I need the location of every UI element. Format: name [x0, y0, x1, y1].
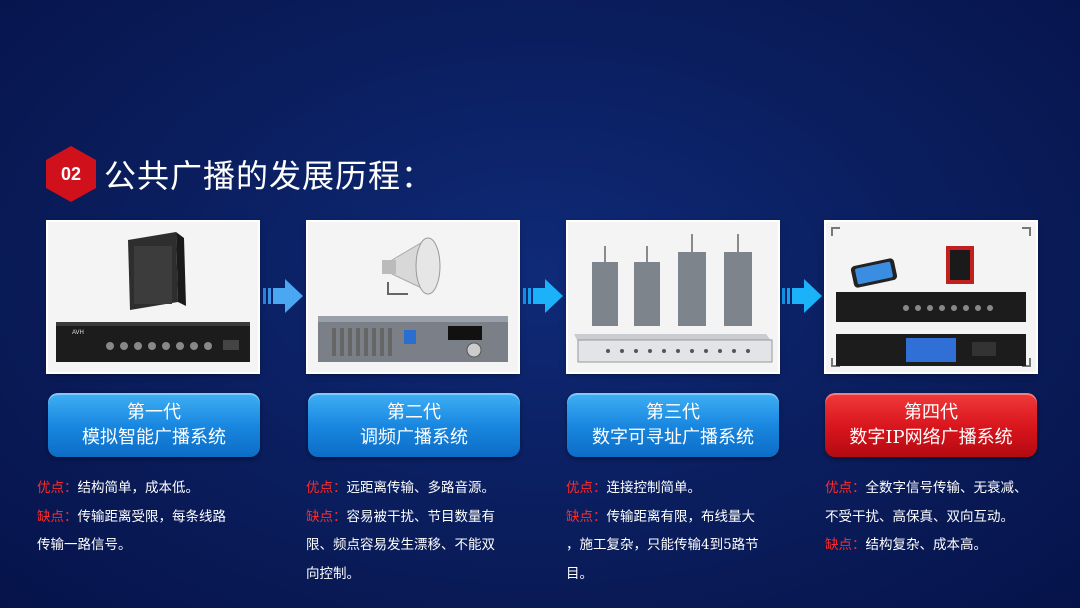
gen3-name: 第三代 [646, 402, 700, 423]
pros-label: 优点： [37, 480, 78, 496]
arrow-right-icon [782, 279, 822, 313]
section-number-badge: 02 [46, 146, 96, 202]
pros-label: 优点： [306, 480, 347, 496]
svg-text:AVH: AVH [72, 330, 84, 336]
gen3-label-button[interactable]: 第三代 数字可寻址广播系统 [567, 393, 779, 457]
cons-label: 缺点： [37, 508, 78, 525]
gen2-name: 第二代 [387, 402, 441, 423]
pros-text: 远距离传输、多路音源。 [346, 480, 496, 496]
gen3-description: 优点：连接控制简单。 缺点：传输距离有限，布线量大 ，施工复杂，只能传输4到5路… [566, 474, 806, 588]
cons-label: 缺点： [566, 508, 607, 525]
cons-text: 向控制。 [306, 565, 360, 582]
cons-label: 缺点： [825, 537, 866, 553]
cons-text: ，施工复杂，只能传输4到5路节 [566, 537, 759, 553]
gen4-description: 优点：全数字信号传输、无衰减、 不受干扰、高保真、双向互动。 缺点：结构复杂、成… [825, 474, 1075, 560]
gen2-type: 调频广播系统 [360, 427, 468, 448]
gen1-description: 优点：结构简单，成本低。 缺点：传输距离受限，每条线路 传输一路信号。 [37, 474, 272, 560]
cons-label: 缺点： [306, 508, 347, 525]
gen1-type: 模拟智能广播系统 [82, 427, 226, 448]
arrow-right-icon [523, 279, 563, 313]
gen4-type: 数字IP网络广播系统 [849, 427, 1013, 448]
pros-text: 不受干扰、高保真、双向互动。 [825, 508, 1014, 525]
pros-text: 连接控制简单。 [606, 480, 702, 496]
gen1-name: 第一代 [127, 402, 181, 423]
pros-text: 全数字信号传输、无衰减、 [865, 480, 1028, 496]
cons-text: 传输距离受限，每条线路 [77, 508, 227, 525]
gen4-label-button[interactable]: 第四代 数字IP网络广播系统 [825, 393, 1037, 457]
cons-text: 结构复杂、成本高。 [865, 537, 988, 553]
section-heading: 02 公共广播的发展历程： [46, 146, 434, 202]
cons-text: 限、频点容易发生漂移、不能双 [306, 537, 495, 553]
cons-text: 传输一路信号。 [37, 537, 132, 553]
gen3-product-photo [568, 222, 778, 372]
gen3-type: 数字可寻址广播系统 [592, 427, 754, 448]
cons-text: 容易被干扰、节目数量有 [346, 508, 496, 525]
pros-text: 结构简单，成本低。 [77, 480, 200, 496]
cons-text: 目。 [566, 565, 593, 582]
gen4-name: 第四代 [904, 402, 958, 423]
gen4-product-photo [826, 222, 1036, 372]
gen2-product-photo [308, 222, 518, 372]
page-title: 公共广播的发展历程： [104, 157, 435, 195]
gen1-product-photo: AVH [48, 222, 258, 372]
cons-text: 传输距离有限，布线量大 [606, 508, 756, 525]
arrow-right-icon [263, 279, 303, 313]
pros-label: 优点： [825, 480, 866, 496]
gen2-description: 优点：远距离传输、多路音源。 缺点：容易被干扰、节目数量有 限、频点容易发生漂移… [306, 474, 546, 588]
gen2-label-button[interactable]: 第二代 调频广播系统 [308, 393, 520, 457]
pros-label: 优点： [566, 480, 607, 496]
gen1-label-button[interactable]: 第一代 模拟智能广播系统 [48, 393, 260, 457]
